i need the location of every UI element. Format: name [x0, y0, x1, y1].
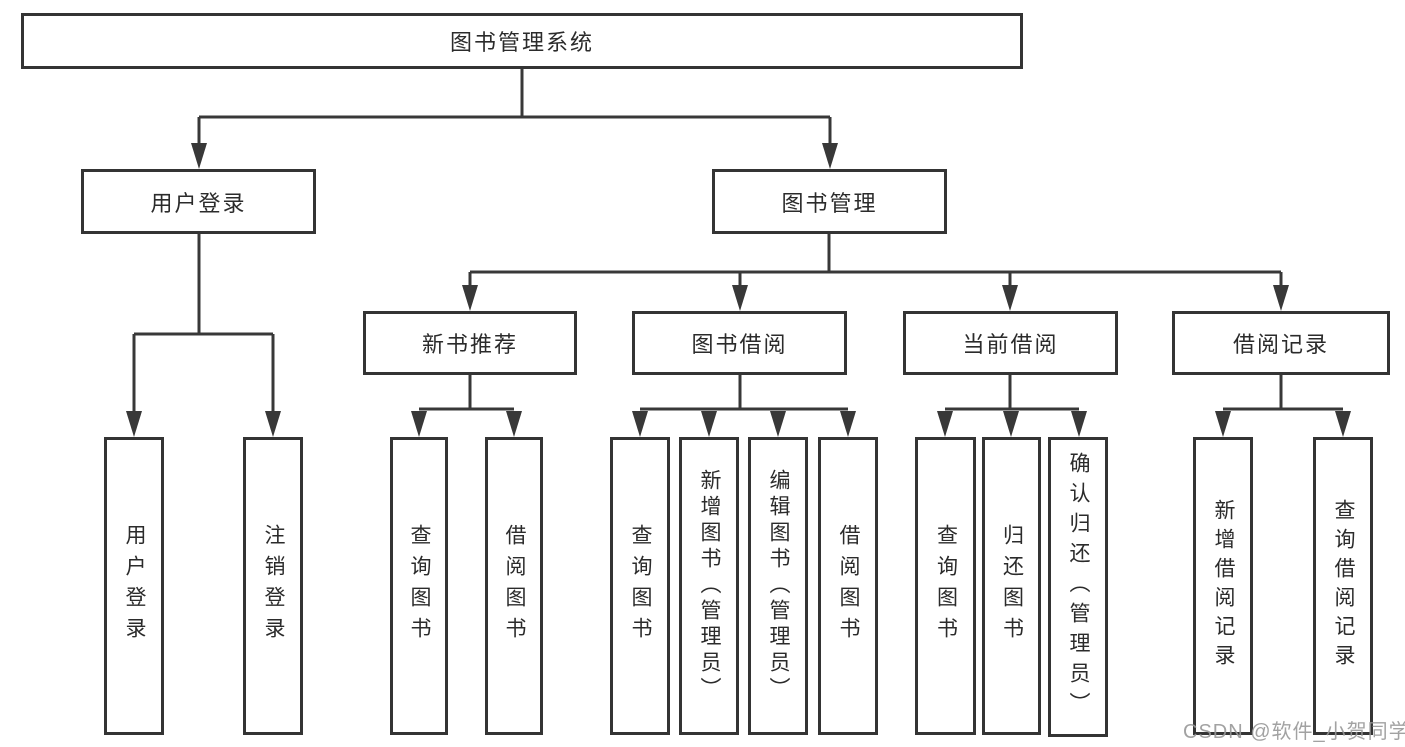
leaf-add-borrow-record: 新增借阅记录 — [1193, 437, 1253, 735]
node-user-login: 用户登录 — [81, 169, 316, 234]
node-library-management-system: 图书管理系统 — [21, 13, 1023, 69]
node-label: 当前借阅 — [962, 332, 1059, 357]
connector-record-to-leaves — [1215, 375, 1351, 437]
leaf-label: 用户登录 — [123, 524, 146, 648]
leaf-edit-book-admin: 编辑图书（管理员） — [748, 437, 808, 735]
leaf-logout: 注销登录 — [243, 437, 303, 735]
node-label: 图书管理系统 — [449, 30, 594, 55]
leaf-borrow-books-1: 借阅图书 — [485, 437, 543, 735]
leaf-label: 编辑图书（管理员） — [767, 469, 790, 703]
leaf-label: 注销登录 — [262, 524, 285, 648]
leaf-label: 归还图书 — [1000, 524, 1024, 648]
leaf-add-book-admin: 新增图书（管理员） — [679, 437, 739, 735]
connector-newbook-to-leaves — [411, 375, 522, 437]
leaf-label: 查询借阅记录 — [1332, 499, 1355, 673]
node-label: 用户登录 — [150, 190, 247, 216]
leaf-label: 借阅图书 — [503, 524, 526, 648]
leaf-query-books-1: 查询图书 — [390, 437, 448, 735]
leaf-label: 查询图书 — [629, 524, 652, 648]
connector-root-to-level2 — [191, 69, 838, 169]
leaf-return-books: 归还图书 — [982, 437, 1041, 735]
node-label: 借阅记录 — [1232, 332, 1329, 357]
csdn-watermark: CSDN @软件_小贺同学 — [1183, 721, 1405, 743]
leaf-label: 查询图书 — [934, 524, 958, 648]
node-current-borrow: 当前借阅 — [903, 311, 1118, 375]
leaf-query-borrow-record: 查询借阅记录 — [1313, 437, 1373, 735]
node-book-management: 图书管理 — [712, 169, 947, 234]
node-label: 新书推荐 — [421, 332, 518, 357]
leaf-label: 确认归还（管理员） — [1067, 452, 1090, 722]
leaf-label: 查询图书 — [408, 524, 431, 648]
node-borrow-record: 借阅记录 — [1172, 311, 1390, 375]
node-new-book-recommend: 新书推荐 — [363, 311, 577, 375]
leaf-label: 新增借阅记录 — [1212, 499, 1235, 673]
node-book-borrow: 图书借阅 — [632, 311, 847, 375]
leaf-query-books-3: 查询图书 — [915, 437, 976, 735]
connector-current-to-leaves — [937, 375, 1087, 437]
leaf-label: 借阅图书 — [837, 524, 860, 648]
connector-userlogin-to-leaves — [126, 234, 281, 437]
node-label: 图书管理 — [781, 190, 878, 216]
leaf-confirm-return-admin: 确认归还（管理员） — [1048, 437, 1108, 737]
leaf-label: 新增图书（管理员） — [698, 469, 721, 703]
leaf-query-books-2: 查询图书 — [610, 437, 670, 735]
node-label: 图书借阅 — [691, 332, 788, 357]
leaf-user-login: 用户登录 — [104, 437, 164, 735]
connector-borrow-to-leaves — [632, 375, 856, 437]
connector-bookmgmt-to-level3 — [462, 234, 1289, 311]
leaf-borrow-books-2: 借阅图书 — [818, 437, 878, 735]
